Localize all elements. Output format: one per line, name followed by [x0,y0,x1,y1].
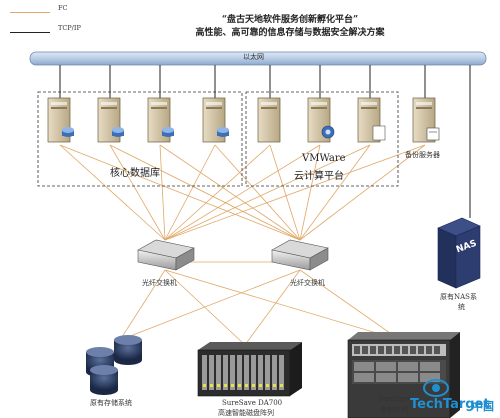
legend-fc-line [10,12,50,13]
da700-label-line2: 高速智能磁盘阵列 [218,409,274,417]
diagram-title-line2: 高性能、高可靠的信息存储与数据安全解决方案 [195,28,385,38]
switch-left-label: 光纤交换机 [142,279,177,287]
watermark-logo-icon [423,379,449,397]
fibre-switch-right[interactable] [271,239,329,271]
core-db-group-box [37,91,243,187]
legend-tcpip-label: TCP/IP [58,24,81,32]
legend-fc-label: FC [58,4,68,12]
vmware-server-2[interactable] [307,97,335,143]
existing-storage-icon[interactable] [86,335,142,395]
nas-device[interactable] [437,217,481,289]
core-db-server-2[interactable] [97,97,124,143]
vmware-group-label-line2: 云计算平台 [294,171,344,182]
nas-label-line2: 统 [458,303,465,311]
switch-right-label: 光纤交换机 [290,279,325,287]
fibre-switch-left[interactable] [137,239,195,271]
core-db-server-3[interactable] [147,97,174,143]
watermark-region: 中国 [472,400,494,413]
fc-links-servers [59,144,426,241]
backup-server-label: 备份服务器 [405,151,440,159]
ethernet-bus-label: 以太网 [243,53,264,61]
ethernet-bus [29,51,487,66]
vmware-server-3[interactable] [357,97,386,143]
vmware-group-label-line1: VMWare [302,153,346,164]
tcpip-links [59,65,471,218]
nas-label-line1: 原有NAS系 [440,293,477,301]
rack-array-label-line1: SureSave [378,395,412,403]
diagram-title-line1: “盘古天地软件服务创新孵化平台” [221,15,359,25]
da700-label-line1: SureSave DA700 [222,399,283,407]
existing-storage-label: 原有存储系统 [90,399,132,407]
core-db-group-label: 核心数据库 [110,168,160,179]
vmware-server-1[interactable] [257,97,281,143]
core-db-server-4[interactable] [202,97,229,143]
backup-server[interactable] [412,97,440,143]
rack-array-label-line2: 备份阵列 [380,406,408,414]
rack-array[interactable] [347,332,460,418]
watermark-brand: TechTarget [410,397,490,412]
core-db-server-1[interactable] [47,97,74,143]
legend-tcpip-line [10,32,50,33]
da700-disk-array[interactable] [197,342,302,397]
vmware-group-box [245,91,399,187]
